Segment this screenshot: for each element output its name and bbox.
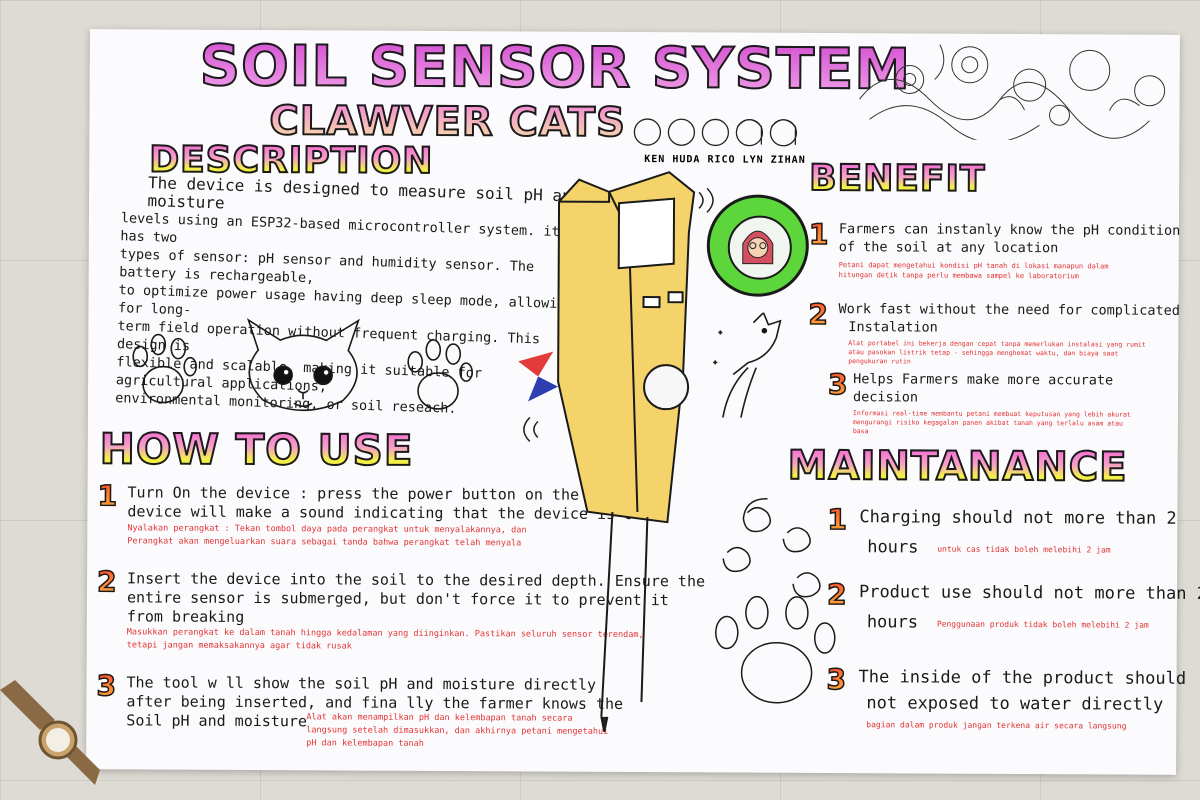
step-number: 2 — [96, 564, 117, 599]
floral-doodle-decoration — [859, 44, 1166, 141]
maintenance-item-3: 3 The inside of the product should not e… — [826, 662, 1187, 731]
creativity-station-logo — [706, 194, 810, 297]
poster: SOIL SENSOR SYSTEM CLAWVER CATS KEN HUDA… — [86, 29, 1200, 775]
benefit-item-2: 2 Work fast without the need for complic… — [808, 297, 1180, 366]
spiral-paw-doodle — [715, 497, 836, 704]
benefit-item-1: 1 Farmers can instanly know the pH condi… — [808, 217, 1181, 281]
maintenance-item-1: 1 Charging should not more than 2 hours … — [827, 502, 1177, 558]
step-number: 1 — [97, 478, 118, 513]
how-to-use-heading: HOW TO USE — [99, 423, 415, 476]
jumping-cat-drawing — [713, 312, 782, 418]
benefit-heading: BENEFIT — [808, 157, 987, 201]
member-faces-drawing — [633, 118, 798, 147]
poster-title: SOIL SENSOR SYSTEM — [199, 33, 913, 104]
team-name: CLAWVER CATS — [268, 97, 627, 147]
glasses-girl-icon — [742, 230, 774, 265]
maintenance-heading: MAINTANANCE — [787, 442, 1129, 492]
wristwatch-object — [0, 680, 100, 785]
cat-and-paws-drawing — [132, 318, 473, 412]
soil-sensor-device-drawing — [518, 171, 714, 733]
maintenance-item-2: 2 Product use should not more than 2 hou… — [826, 577, 1200, 633]
benefit-item-3: 3 Helps Farmers make more accurate decis… — [827, 367, 1131, 436]
